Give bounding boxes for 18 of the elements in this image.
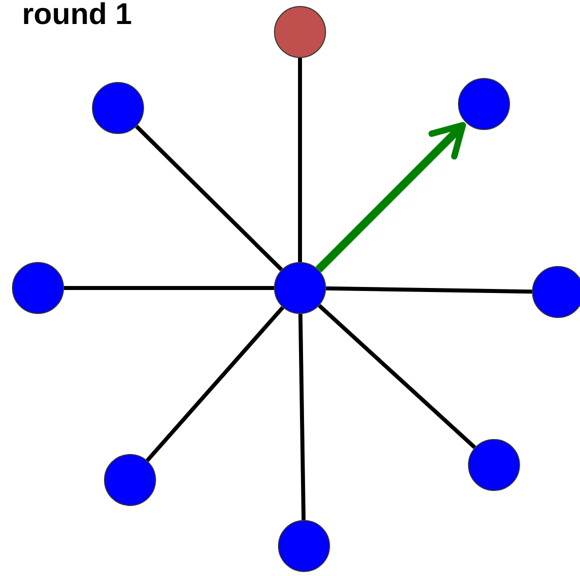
node-circle <box>458 78 510 130</box>
node-circle <box>468 439 520 491</box>
node-circle <box>104 454 156 506</box>
connector-line <box>64 286 274 290</box>
connector-line <box>146 306 284 462</box>
node-circle <box>274 262 326 314</box>
title: round 1 <box>22 0 132 32</box>
connector-line <box>135 124 283 272</box>
connector-line <box>326 286 532 294</box>
connector-line <box>318 304 476 449</box>
node-circle <box>274 6 326 58</box>
node-circle <box>278 520 330 572</box>
node-circle <box>92 82 144 134</box>
arrow <box>316 122 466 272</box>
node-circle <box>532 266 580 318</box>
connector-line <box>298 58 302 262</box>
connector-line <box>298 314 306 520</box>
node-circle <box>12 262 64 314</box>
